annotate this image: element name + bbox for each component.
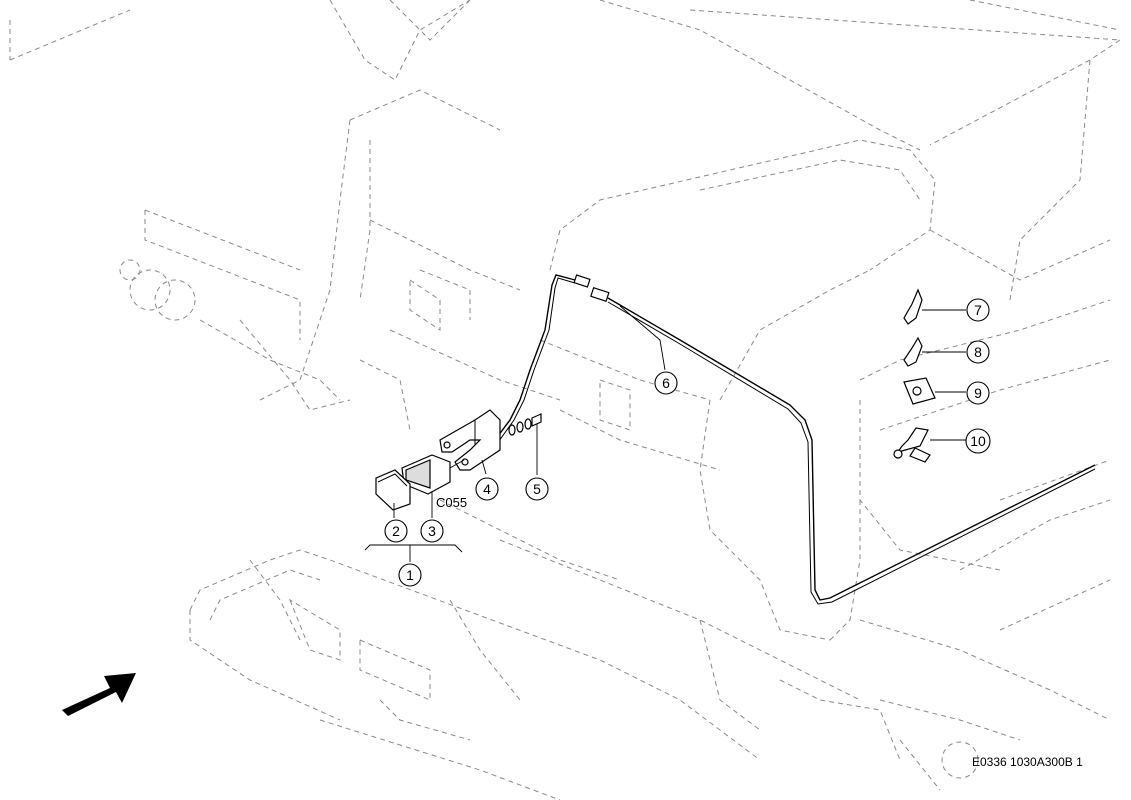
cable-ties (903, 288, 923, 367)
washers-and-bolt (508, 413, 542, 436)
callout-9: 9 (966, 381, 990, 405)
callout-7-label: 7 (974, 302, 982, 318)
lamp-housing (401, 454, 465, 495)
callout-6-label: 6 (662, 375, 670, 391)
leader-lines (364, 305, 966, 562)
direction-arrow-icon (62, 673, 136, 716)
callout-1-label: 1 (406, 567, 414, 583)
mounting-bracket (439, 409, 501, 471)
callout-9-label: 9 (974, 385, 982, 401)
callout-10-label: 10 (970, 433, 986, 449)
callout-4: 4 (475, 477, 499, 501)
connector-label: C055 (436, 495, 467, 510)
callout-4-label: 4 (483, 481, 491, 497)
lamp-lens (375, 469, 411, 511)
callout-1: 1 (398, 563, 422, 587)
callout-2-label: 2 (392, 523, 400, 539)
callout-2: 2 (384, 519, 408, 543)
callout-8-label: 8 (974, 344, 982, 360)
callout-5: 5 (525, 477, 549, 501)
figure-code: E0336 1030A300B 1 (972, 755, 1083, 769)
hose-clamp (893, 427, 931, 463)
clip-plate (903, 377, 936, 405)
callout-5-label: 5 (533, 481, 541, 497)
callout-10: 10 (965, 428, 991, 454)
callout-7: 7 (966, 298, 990, 322)
callout-6: 6 (654, 371, 678, 395)
callout-8: 8 (966, 340, 990, 364)
tractor-outline (9, 0, 1121, 800)
callout-3: 3 (420, 519, 444, 543)
callout-3-label: 3 (428, 523, 436, 539)
wiring-harness (484, 274, 1096, 605)
